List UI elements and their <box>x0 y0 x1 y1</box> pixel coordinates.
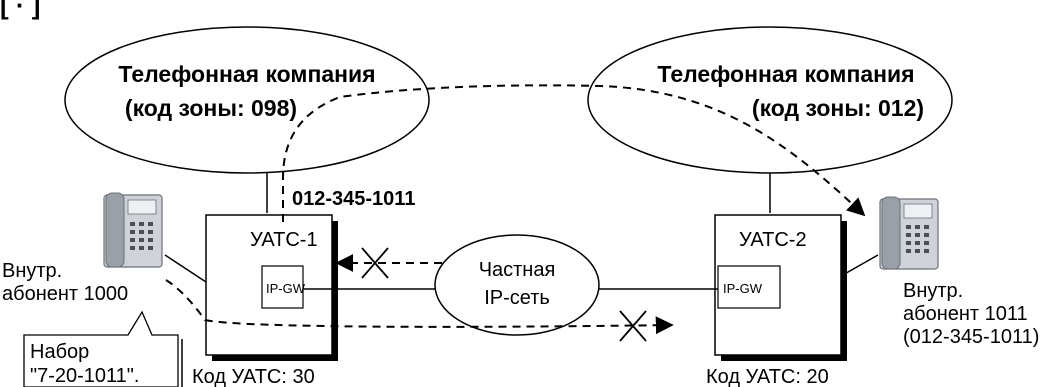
phone-right-icon <box>879 196 939 270</box>
blocked-route-x-top <box>361 247 389 279</box>
carrier-left-ellipse <box>64 26 430 174</box>
callout-line2: "7-20-1011". <box>30 365 139 387</box>
phone-left-icon <box>103 192 163 268</box>
header-marks: [ · ] <box>0 0 40 20</box>
carrier-left-name: Телефонная компания <box>118 61 375 87</box>
private-network-line2: IP-сеть <box>484 287 550 309</box>
extension-line-right <box>840 254 879 277</box>
callout-line1: Набор <box>30 341 89 363</box>
successful-route-arrow <box>282 84 866 222</box>
gateway-right-label: IP-GW <box>723 281 763 296</box>
pbx-right-name: УАТС-2 <box>739 229 807 251</box>
private-network-ellipse <box>434 234 600 336</box>
pbx-right-code: Код УАТС: 20 <box>706 366 829 387</box>
blocked-route-x-bottom <box>619 310 647 342</box>
dialed-number: 012-345-1011 <box>292 188 415 210</box>
gateway-left-box <box>261 265 304 309</box>
callout-bubble <box>23 310 179 387</box>
gateway-right-box <box>717 265 781 309</box>
extension-line-left <box>164 254 207 283</box>
extension-right-line2: абонент 1011 <box>903 303 1028 325</box>
extension-left-line2: абонент 1000 <box>2 283 128 305</box>
extension-right-line1: Внутр. <box>903 280 963 302</box>
pbx-left-code: Код УАТС: 30 <box>192 366 315 387</box>
extension-right-line3: (012-345-1011) <box>903 326 1039 348</box>
gateway-left-label: IP-GW <box>266 281 306 296</box>
carrier-left-area-code: (код зоны: 098) <box>125 95 297 121</box>
extension-left-line1: Внутр. <box>2 260 62 282</box>
carrier-right-name: Телефонная компания <box>657 61 914 87</box>
carrier-right-area-code: (код зоны: 012) <box>752 95 924 121</box>
private-network-line1: Частная <box>479 259 556 281</box>
pbx-left-name: УАТС-1 <box>250 229 318 251</box>
blocked-route-arrow-bottom <box>165 279 674 335</box>
